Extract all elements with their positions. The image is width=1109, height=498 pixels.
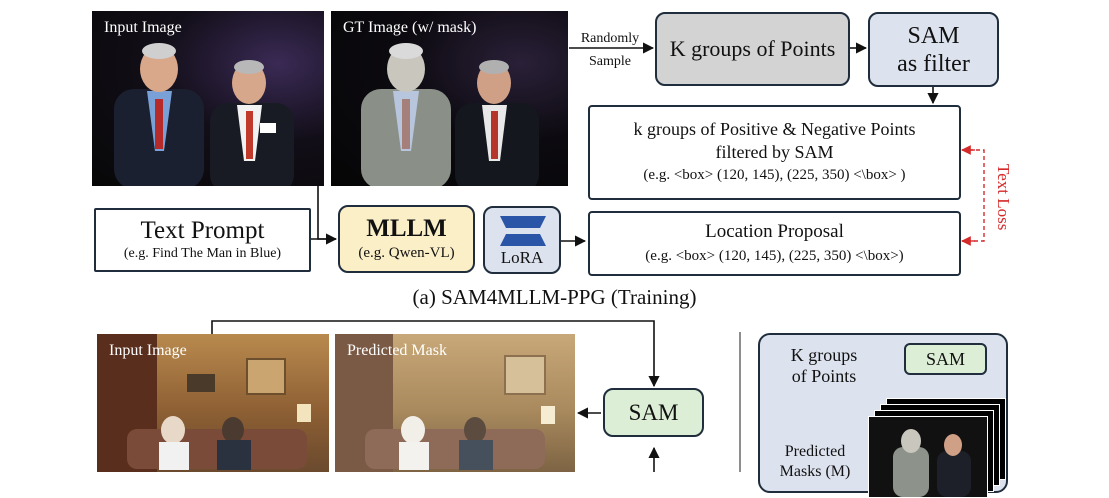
living-room-photo-icon: [97, 334, 311, 472]
inset-predicted-line1: Predicted: [784, 443, 846, 460]
location-title: Location Proposal: [705, 220, 844, 242]
k-groups-box: K groups of Points: [655, 12, 850, 86]
mask-thumbnail-icon: [893, 429, 971, 497]
text-prompt-box: Text Prompt (e.g. Find The Man in Blue): [94, 208, 311, 272]
inset-sam-box: SAM: [904, 343, 987, 375]
mllm-example: (e.g. Qwen-VL): [358, 245, 455, 261]
input-image-top: Input Image: [92, 11, 324, 186]
inset-k-groups-label: K groups of Points: [772, 345, 876, 387]
predicted-masks-stack: [866, 398, 1006, 498]
text-prompt-example: (e.g. Find The Man in Blue): [123, 246, 282, 261]
sam-filter-line2: as filter: [897, 50, 970, 77]
sam-bottom-label: SAM: [628, 399, 679, 425]
predicted-mask-image: Predicted Mask: [335, 334, 575, 472]
arrow-input-to-mllm: [317, 186, 338, 245]
people-photo-icon: [114, 43, 294, 186]
inset-predicted-line2: Masks (M): [779, 463, 851, 480]
lora-icon: [500, 216, 546, 246]
sam-filter-box: SAM as filter: [868, 12, 999, 87]
sample-text: Sample: [589, 54, 631, 69]
text-prompt-title: Text Prompt: [140, 217, 265, 244]
masked-people-photo-icon: [361, 43, 539, 186]
lora-box: LoRA: [483, 206, 561, 274]
gt-image: GT Image (w/ mask): [331, 11, 568, 186]
pos-neg-points-box: k groups of Positive & Negative Points f…: [588, 105, 961, 200]
sam-filter-line1: SAM: [907, 22, 960, 49]
location-proposal-box: Location Proposal (e.g. <box> (120, 145)…: [588, 211, 961, 276]
inset-predicted-label: Predicted Masks (M): [770, 442, 860, 482]
gt-image-label: GT Image (w/ mask): [343, 19, 477, 36]
text-loss-label: Text Loss: [994, 164, 1013, 231]
lora-label: LoRA: [500, 248, 544, 267]
figure-caption: (a) SAM4MLLM-PPG (Training): [412, 285, 697, 309]
mllm-box: MLLM (e.g. Qwen-VL): [338, 205, 475, 273]
randomly-sample-label: Randomly Sample: [570, 30, 650, 70]
sam-box-bottom: SAM: [603, 388, 704, 437]
input-image-bottom: Input Image: [97, 334, 329, 472]
inset-k-groups-line1: K groups: [790, 345, 858, 365]
predicted-mask-label: Predicted Mask: [347, 342, 447, 359]
k-groups-label: K groups of Points: [669, 36, 836, 61]
pos-neg-line1: k groups of Positive & Negative Points: [633, 119, 916, 139]
input-image-label: Input Image: [104, 19, 182, 36]
mllm-title: MLLM: [366, 215, 447, 242]
pos-neg-example: (e.g. <box> (120, 145), (225, 350) <\box…: [643, 167, 906, 183]
randomly-text: Randomly: [580, 31, 640, 46]
inset-k-groups-line2: of Points: [791, 366, 857, 386]
pos-neg-line2: filtered by SAM: [715, 142, 834, 162]
inset-sam-label: SAM: [925, 348, 965, 369]
location-example: (e.g. <box> (120, 145), (225, 350) <\box…: [645, 247, 904, 264]
input-image-bottom-label: Input Image: [109, 342, 187, 359]
text-loss-bracket: [962, 149, 985, 242]
living-room-masked-photo-icon: [335, 334, 555, 472]
